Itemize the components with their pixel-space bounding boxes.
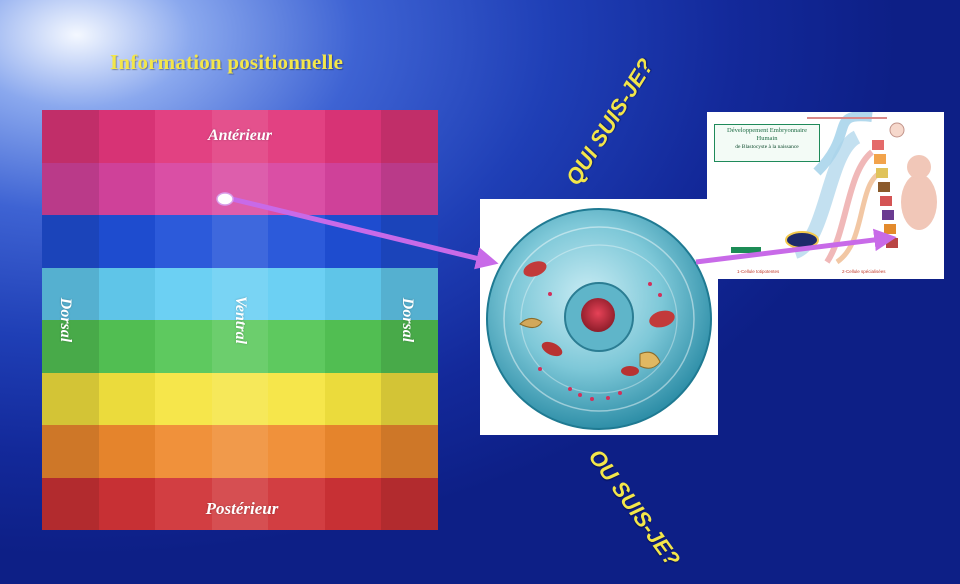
mitochondria-left <box>523 261 547 277</box>
grid-cell <box>42 267 99 320</box>
grid-cell <box>211 267 269 320</box>
dorsal-left-label: Dorsal <box>57 297 74 343</box>
grid-cell <box>324 110 382 163</box>
fetus-figure <box>901 174 937 230</box>
mitochondria-right <box>649 310 675 328</box>
grid-cell <box>42 477 99 530</box>
grid-cell <box>324 477 382 530</box>
grid-cell <box>211 162 269 215</box>
cell-illustration <box>480 199 718 435</box>
totipotent-cells-label: 1-Cellule totipotentes <box>737 269 780 274</box>
grid-cell <box>42 425 99 478</box>
grid-cell <box>98 267 156 320</box>
grid-cell <box>381 162 438 215</box>
positional-color-grid <box>42 110 438 530</box>
grid-cell <box>268 162 325 215</box>
grid-cell <box>155 110 212 163</box>
posterior-label: Postérieur <box>205 499 279 518</box>
grid-cell <box>324 425 382 478</box>
nucleus <box>581 298 615 332</box>
grid-cell <box>155 215 212 268</box>
ventral-label: Ventral <box>232 295 249 345</box>
grid-cell <box>211 372 269 425</box>
developmental-stage-column <box>872 140 898 248</box>
cell-drawing <box>486 208 712 430</box>
grid-cell <box>381 477 438 530</box>
grid-cell <box>98 477 156 530</box>
specialized-cells-label: 2-Cellule spécialisées <box>842 269 886 274</box>
anterior-label: Antérieur <box>207 127 273 144</box>
grid-cell <box>155 425 212 478</box>
grid-cell <box>42 215 99 268</box>
grid-cell <box>381 267 438 320</box>
grid-cell <box>324 267 382 320</box>
grid-cell <box>42 162 99 215</box>
grid-cell <box>324 372 382 425</box>
grid-cell <box>324 162 382 215</box>
grid-cell <box>155 267 212 320</box>
grid-cell <box>381 425 438 478</box>
grid-cell <box>268 372 325 425</box>
grid-cell <box>98 110 156 163</box>
grid-cell <box>211 320 269 373</box>
grid-cell <box>98 215 156 268</box>
dorsal-right-label: Dorsal <box>399 297 416 343</box>
grid-cell <box>268 425 325 478</box>
grid-cell <box>155 162 212 215</box>
grid-cell <box>381 372 438 425</box>
grid-cell <box>42 320 99 373</box>
slide-title: Information positionnelle <box>110 50 344 74</box>
embryo-diagram-title: Développement Embryonnaire Humain de Bla… <box>714 124 820 162</box>
grid-cell <box>155 477 212 530</box>
grid-cell <box>381 215 438 268</box>
grid-cell <box>268 267 325 320</box>
grid-cell <box>211 477 269 530</box>
grid-cell <box>381 320 438 373</box>
grid-cell <box>98 320 156 373</box>
grid-cell <box>324 215 382 268</box>
who-am-i-question: QUI SUIS-JE? <box>560 53 659 190</box>
where-am-i-question: OU SUIS-JE? <box>583 444 686 571</box>
grid-cell <box>42 110 99 163</box>
embryo-title-line1: Développement Embryonnaire <box>727 127 807 134</box>
embryo-development-diagram: Développement Embryonnaire Humain de Bla… <box>707 112 944 279</box>
grid-cell <box>268 110 325 163</box>
grid-cell <box>98 372 156 425</box>
grid-cell <box>268 320 325 373</box>
grid-cell <box>211 215 269 268</box>
grid-cell <box>324 320 382 373</box>
grid-cell <box>98 425 156 478</box>
grid-cell <box>98 162 156 215</box>
grid-cell <box>211 110 269 163</box>
embryo-title-line2: Humain <box>756 135 778 142</box>
grid-cell <box>155 320 212 373</box>
grid-cell <box>155 372 212 425</box>
grid-cell <box>268 215 325 268</box>
grid-cell <box>381 110 438 163</box>
grid-cell <box>211 425 269 478</box>
grid-cell <box>42 372 99 425</box>
embryo-title-line3: de Blastocyste à la naissance <box>735 144 799 150</box>
grid-cell <box>268 477 325 530</box>
